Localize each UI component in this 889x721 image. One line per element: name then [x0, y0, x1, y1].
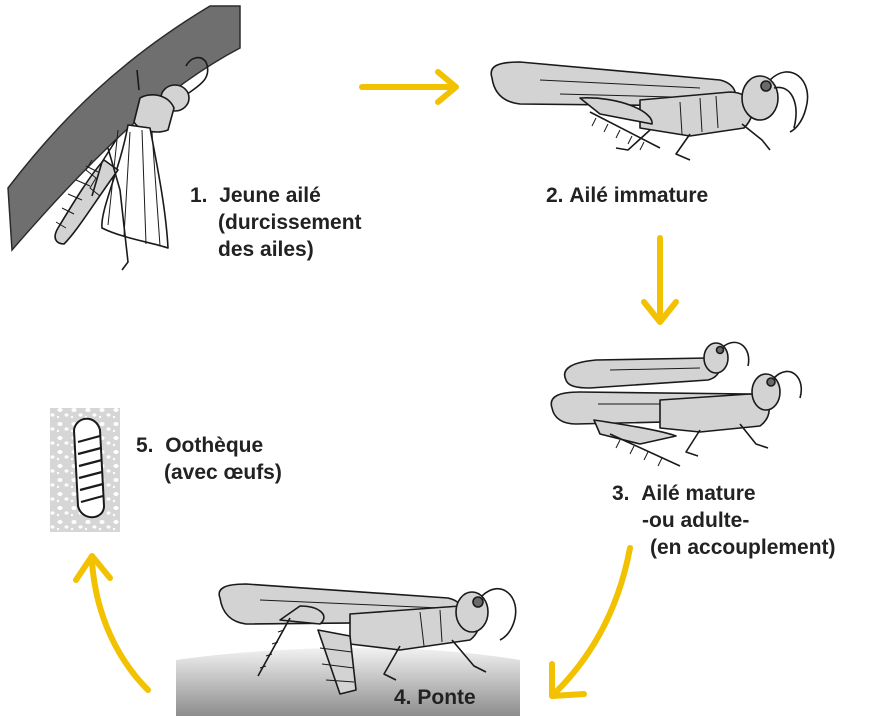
stage-subtitle: des ailes) — [190, 236, 362, 263]
stage-subtitle: (durcissement — [190, 209, 362, 236]
arrow-1-to-2 — [362, 72, 456, 102]
head — [456, 592, 488, 632]
stage-2-label: 2. Ailé immature — [546, 182, 708, 209]
stage-number: 2. — [546, 182, 564, 209]
stage-subtitle: (avec œufs) — [136, 459, 282, 486]
body — [640, 92, 752, 136]
stage-3-illustration — [551, 342, 801, 466]
stage-title: Ponte — [417, 686, 475, 709]
stage-title: Oothèque — [165, 434, 263, 457]
stage-title: Jeune ailé — [219, 184, 321, 207]
stage-1-label: 1. Jeune ailé (durcissement des ailes) — [190, 182, 362, 263]
stage-5-illustration — [50, 408, 120, 532]
stage-3-label: 3. Ailé mature -ou adulte- (en accouplem… — [612, 480, 836, 561]
stage-5-label: 5. Oothèque (avec œufs) — [136, 432, 282, 486]
arrow-4-to-5 — [76, 556, 148, 690]
head — [742, 76, 778, 120]
stage-subtitle: -ou adulte- — [612, 507, 836, 534]
arrow-3-to-4 — [552, 548, 630, 696]
stage-title: Ailé immature — [569, 184, 708, 207]
stage-2-illustration — [491, 62, 807, 160]
stage-number: 3. — [612, 480, 630, 507]
stage-4-label: 4. Ponte — [394, 684, 476, 711]
stage-number: 5. — [136, 432, 154, 459]
stage-number: 1. — [190, 182, 208, 209]
arrow-2-to-3 — [644, 238, 676, 322]
stage-subtitle: (en accouplement) — [612, 534, 836, 561]
stage-title: Ailé mature — [641, 482, 755, 505]
stage-number: 4. — [394, 684, 412, 711]
egg-pod — [74, 419, 104, 518]
